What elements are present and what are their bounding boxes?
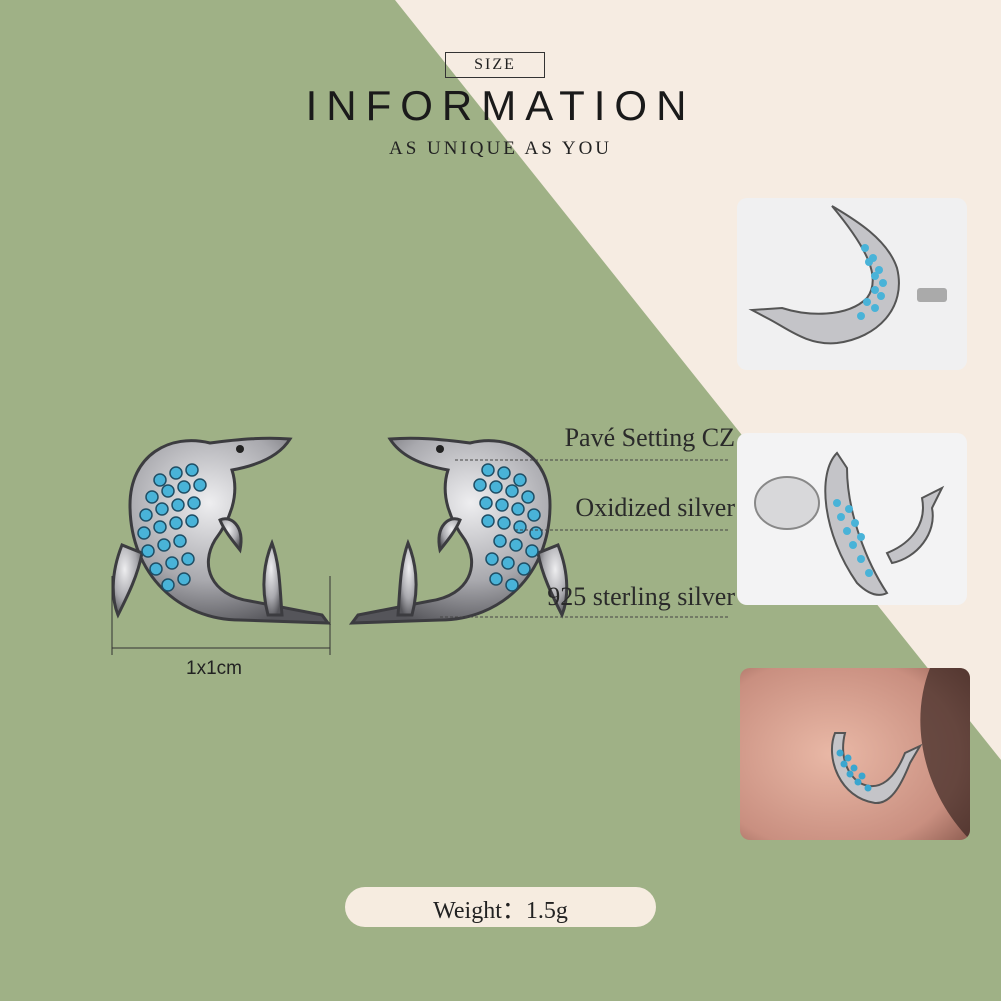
dolphin-earring-worn-photo — [830, 732, 923, 805]
dolphin-icon — [111, 436, 332, 625]
feature-label-sterling: 925 sterling silver — [547, 582, 735, 611]
weight-badge: Weight：1.5g — [345, 887, 656, 927]
size-tag: SIZE — [445, 52, 545, 78]
dolphin-earring-back-photo — [754, 451, 945, 596]
dolphin-earring-left — [111, 436, 332, 625]
feature-label-pave: Pavé Setting CZ — [564, 423, 735, 452]
dimension-label: 1x1cm — [186, 658, 242, 679]
page-title: INFORMATION — [305, 82, 696, 129]
thumbnail-side-view — [737, 198, 967, 370]
thumbnail-back-view — [737, 433, 967, 605]
feature-label-oxidized: Oxidized silver — [575, 493, 735, 522]
dolphin-earring-side-photo — [748, 205, 947, 345]
dolphin-icon — [348, 436, 569, 625]
page-subtitle: AS UNIQUE AS YOU — [388, 138, 613, 159]
thumbnail-worn-view — [740, 668, 970, 840]
dolphin-earring-right — [348, 436, 569, 625]
eye-icon — [236, 445, 244, 453]
